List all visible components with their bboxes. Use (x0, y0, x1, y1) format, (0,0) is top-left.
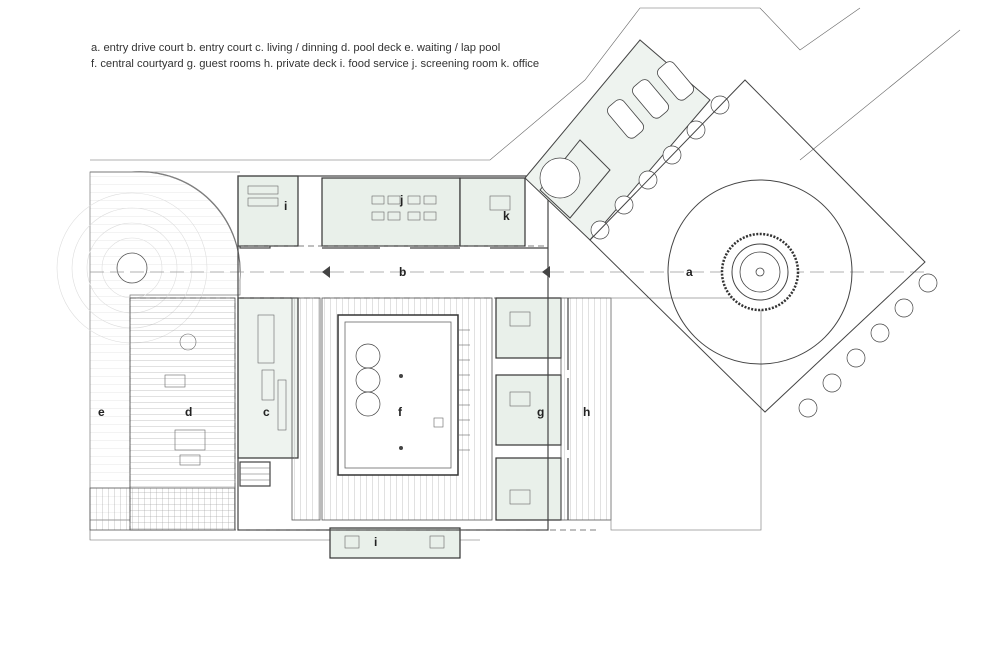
living-furniture (257, 314, 287, 431)
legend-line-1: a. entry drive court b. entry court c. l… (91, 42, 501, 54)
label-j: j (399, 193, 403, 207)
lower-deck-strip (89, 487, 236, 531)
entry-drive-court (589, 79, 926, 413)
screening-seats (371, 195, 437, 221)
arrow-right-icon (542, 266, 550, 278)
label-c: c (263, 405, 270, 419)
garage-wing (524, 39, 711, 241)
private-deck (560, 297, 762, 531)
living-terrace (291, 297, 321, 521)
living-dining-room (237, 297, 299, 459)
deck-furniture (164, 333, 206, 466)
plan-legend: a. entry drive court b. entry court c. l… (91, 40, 539, 72)
arrow-left-icon (322, 266, 330, 278)
central-courtyard (321, 297, 493, 521)
label-e: e (98, 405, 105, 419)
office-room (459, 177, 526, 247)
label-i-top: i (284, 199, 287, 213)
legend-line-2: f. central courtyard g. guest rooms h. p… (91, 58, 540, 70)
food-service-top (237, 175, 299, 247)
label-f: f (398, 405, 403, 419)
label-b: b (399, 265, 406, 279)
guest-rooms (495, 297, 562, 521)
label-k: k (503, 209, 510, 223)
label-g: g (537, 405, 544, 419)
label-a: a (686, 265, 693, 279)
car-icon (607, 61, 694, 139)
food-service-bottom (329, 527, 461, 559)
label-i-bottom: i (374, 535, 377, 549)
stair-lower (239, 461, 271, 487)
pool-deck-outline (129, 297, 236, 531)
label-h: h (583, 405, 590, 419)
label-d: d (185, 405, 192, 419)
